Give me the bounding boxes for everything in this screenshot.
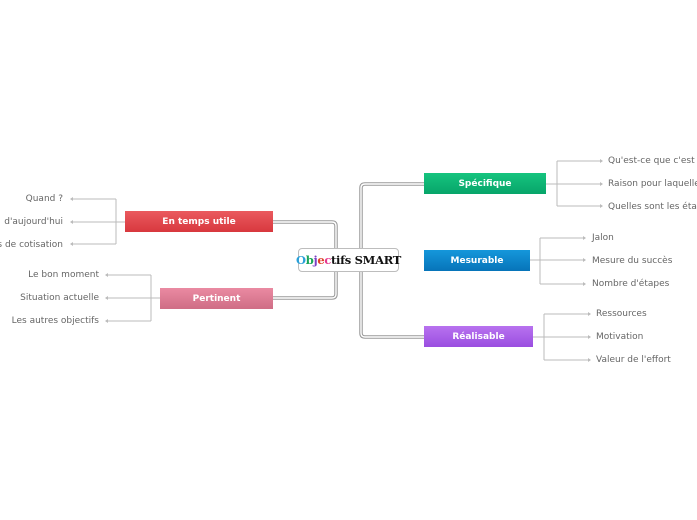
leaf-pertinent-2[interactable]: Situation actuelle	[20, 293, 99, 303]
leaf-lines-mesurable	[530, 237, 583, 285]
leaf-mesurable-1[interactable]: Jalon	[592, 233, 614, 243]
central-title-rest: tifs SMART	[331, 253, 402, 267]
leaf-temps-1[interactable]: Quand ?	[25, 194, 63, 204]
node-mesurable[interactable]: Mesurable	[424, 250, 530, 271]
leaf-pertinent-3[interactable]: Les autres objectifs	[11, 316, 99, 326]
leaf-temps-3[interactable]: s de cotisation	[0, 240, 63, 250]
leaf-lines-specifique	[546, 160, 600, 207]
central-letter-c: c	[324, 253, 332, 267]
leaf-realisable-1[interactable]: Ressources	[596, 309, 647, 319]
central-letter-b: b	[305, 253, 314, 267]
leaf-specifique-2[interactable]: Raison pour laquelle	[608, 179, 697, 189]
leaf-lines-realisable	[533, 313, 588, 361]
leaf-temps-2[interactable]: d'aujourd'hui	[4, 217, 63, 227]
node-pertinent[interactable]: Pertinent	[160, 288, 273, 309]
node-en-temps-utile[interactable]: En temps utile	[125, 211, 273, 232]
leaf-specifique-3[interactable]: Quelles sont les éta	[608, 202, 697, 212]
leaf-realisable-3[interactable]: Valeur de l'effort	[596, 355, 671, 365]
leaf-lines-temps	[73, 198, 125, 245]
central-letter-j: j	[313, 253, 318, 267]
leaf-lines-pertinent	[108, 274, 160, 322]
leaf-mesurable-3[interactable]: Nombre d'étapes	[592, 279, 670, 289]
leaf-realisable-2[interactable]: Motivation	[596, 332, 644, 342]
central-letter-o: O	[295, 253, 306, 267]
leaf-specifique-1[interactable]: Qu'est-ce que c'est	[608, 156, 695, 166]
node-realisable[interactable]: Réalisable	[424, 326, 533, 347]
node-specifique[interactable]: Spécifique	[424, 173, 546, 194]
leaf-pertinent-1[interactable]: Le bon moment	[28, 270, 99, 280]
leaf-mesurable-2[interactable]: Mesure du succès	[592, 256, 673, 266]
central-letter-e: e	[317, 253, 325, 267]
